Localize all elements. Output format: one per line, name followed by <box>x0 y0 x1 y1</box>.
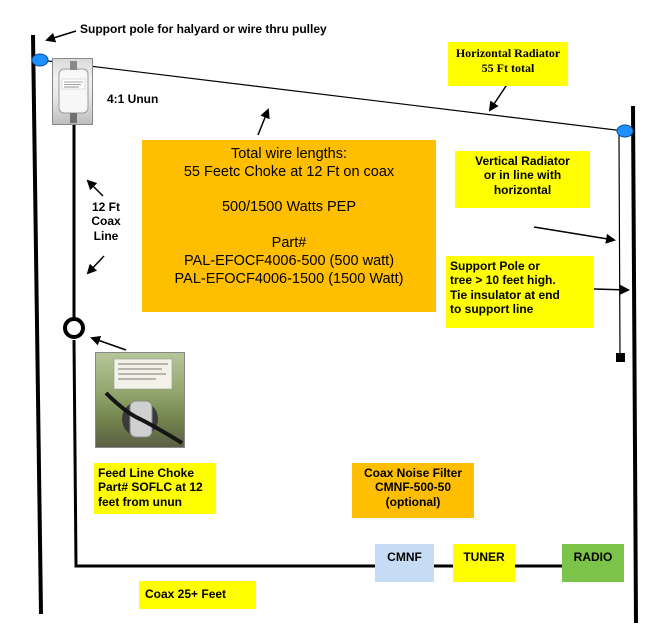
spec-line-3 <box>142 182 436 200</box>
spec-line-5 <box>142 217 436 235</box>
spec-line-8: PAL-EFOCF4006-1500 (1500 Watt) <box>174 270 404 287</box>
coax-noise-filter-line-2: CMNF-500-50 <box>374 480 452 495</box>
arrow-horizontal-radiator <box>488 82 509 112</box>
choke-photo-art <box>104 358 184 445</box>
unun-photo-art <box>58 61 89 123</box>
support-pole-right-line-1: Support Pole or <box>450 259 540 273</box>
spec-box: Total wire lengths: 55 Feetc Choke at 12… <box>142 140 436 312</box>
right-support-pole <box>631 105 638 624</box>
feed-line-choke-line-1: Feed Line Choke <box>98 466 195 480</box>
choke-photo-icon <box>95 352 185 448</box>
support-pole-right-label: Support Pole or tree > 10 feet high. Tie… <box>446 256 593 328</box>
spec-line-7: PAL-EFOCF4006-500 (500 watt) <box>183 252 395 269</box>
coax-line <box>72 125 375 568</box>
arrow-support-pole-right <box>593 284 630 295</box>
coax-noise-filter-line-3: (optional) <box>385 494 441 509</box>
pulley-icon <box>31 53 49 67</box>
coax-line-label-1: 12 Ft <box>91 200 120 214</box>
arrow-coax-down <box>86 255 105 275</box>
end-insulator-icon <box>616 353 625 362</box>
feed-line-choke-line-2: Part# SOFLC at 12 <box>98 480 203 495</box>
horizontal-radiator-line-1: Horizontal Radiator <box>455 46 561 60</box>
unun-label: 4:1 Unun <box>107 92 159 106</box>
coax-line-label-3: Line <box>93 228 119 243</box>
vertical-radiator-wire <box>618 134 621 356</box>
left-support-pole <box>31 34 43 615</box>
coax-line-label-2: Coax <box>91 214 121 229</box>
coax-noise-filter-line-1: Coax Noise Filter <box>363 466 463 480</box>
horizontal-radiator-label: Horizontal Radiator 55 Ft total <box>448 42 568 86</box>
feed-line-choke-label: Feed Line Choke Part# SOFLC at 12 feet f… <box>94 463 216 514</box>
arrow-vertical-radiator <box>533 226 616 244</box>
feed-line-choke-line-3: feet from unun <box>98 494 182 509</box>
spec-line-1: Total wire lengths: <box>230 146 348 162</box>
support-pole-right-line-3: Tie insulator at end <box>450 287 560 302</box>
spec-line-4: 500/1500 Watts PEP <box>221 199 357 216</box>
arrow-support-pole <box>45 30 77 43</box>
horizontal-radiator-line-2: 55 Ft total <box>481 61 535 75</box>
radio-box: RADIO <box>562 544 624 582</box>
coax-noise-filter-label: Coax Noise Filter CMNF-500-50 (optional) <box>352 463 474 518</box>
coax-line-label: 12 Ft Coax Line <box>86 200 126 243</box>
horizontal-radiator-wire <box>39 59 625 132</box>
coax-length-label: Coax 25+ Feet <box>139 581 256 609</box>
pulley-icon-right <box>616 124 634 138</box>
tuner-box: TUNER <box>453 544 515 582</box>
choke-ring-icon <box>63 317 85 339</box>
vertical-radiator-label: Vertical Radiator or in line with horizo… <box>455 151 590 208</box>
vertical-radiator-line-3: horizontal <box>493 182 552 197</box>
vertical-radiator-line-1: Vertical Radiator <box>475 154 570 168</box>
arrow-spec-to-wire <box>257 108 270 136</box>
spec-line-6: Part# <box>271 235 307 252</box>
support-pole-right-line-4: to support line <box>450 302 534 317</box>
arrow-choke-photo <box>90 335 127 351</box>
unun-photo-icon <box>52 58 93 125</box>
arrow-coax-up <box>86 179 104 197</box>
cmnf-box: CMNF <box>375 544 434 582</box>
vertical-radiator-line-2: or in line with <box>483 168 562 183</box>
support-pole-top-label: Support pole for halyard or wire thru pu… <box>80 22 327 36</box>
spec-line-2: 55 Feetc Choke at 12 Ft on coax <box>183 163 395 180</box>
support-pole-right-line-2: tree > 10 feet high. <box>450 273 556 288</box>
